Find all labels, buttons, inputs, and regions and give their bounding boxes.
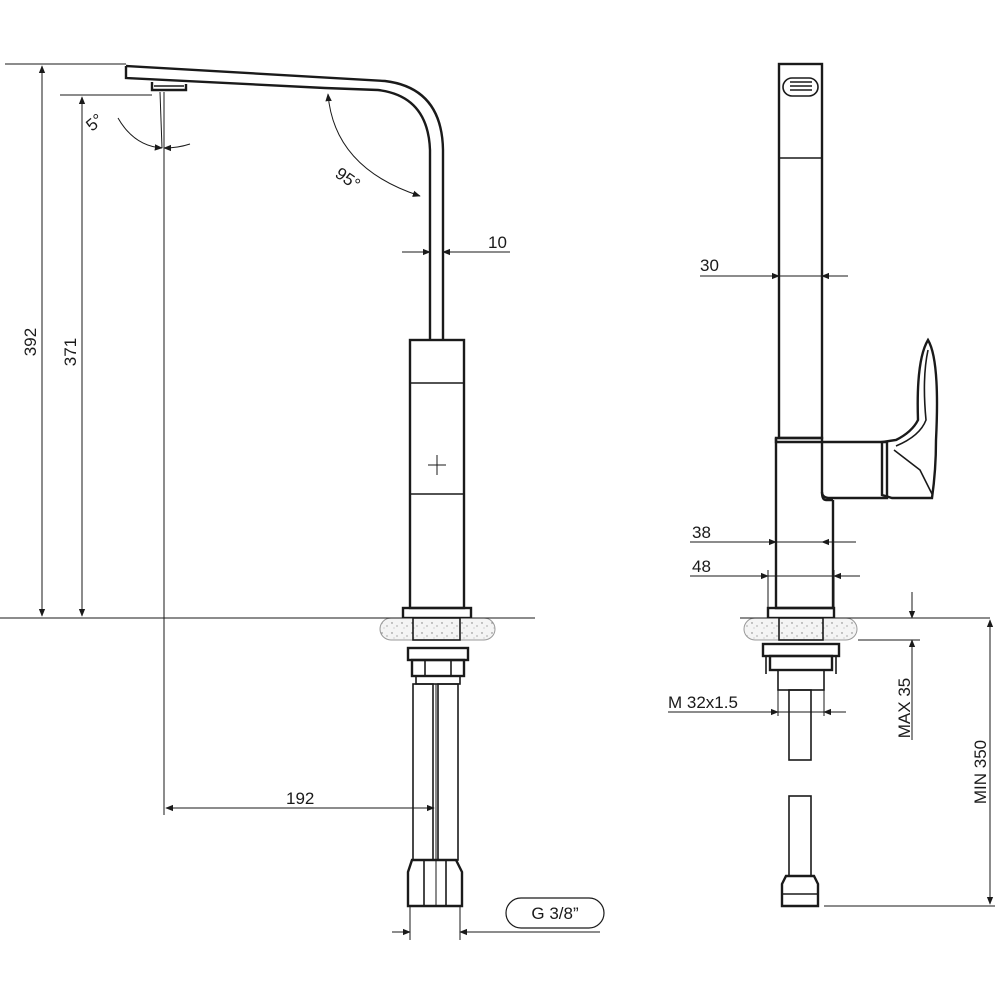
side-spout <box>777 62 824 440</box>
dim-95-label: 95° <box>332 164 364 194</box>
mounting-nut <box>406 646 470 685</box>
side-supply-hose <box>780 689 820 908</box>
dim-392-label: 392 <box>21 328 40 356</box>
side-view: 30 38 48 M 32x1.5 <box>668 62 995 908</box>
dim-spout-reach: 192 <box>165 789 435 812</box>
dim-192-label: 192 <box>286 789 314 808</box>
counter-seal <box>379 617 496 641</box>
dim-spout-tilt: 5° <box>82 91 191 152</box>
aerator <box>782 77 819 97</box>
dim-max-deck: MAX 35 <box>858 592 920 740</box>
dim-body-width: 30 <box>700 256 848 280</box>
front-view: 392 371 5° 95° 10 19 <box>0 63 605 940</box>
dim-total-height: 392 <box>5 63 126 617</box>
dim-10-label: 10 <box>488 233 507 252</box>
dim-min-hose: MIN 350 <box>824 619 995 907</box>
side-counter-seal <box>743 617 858 641</box>
spout <box>124 64 445 340</box>
supply-hoses <box>406 683 464 908</box>
dim-base-outer: 48 <box>690 557 860 608</box>
side-mounting-nut <box>761 642 841 691</box>
dim-mounting-thread: M 32x1.5 <box>668 690 846 716</box>
dim-371-label: 371 <box>61 338 80 366</box>
dim-g38-label: G 3/8” <box>531 904 579 923</box>
dim-base-inner: 38 <box>690 523 856 546</box>
dim-5-label: 5° <box>82 110 107 135</box>
dim-connection: G 3/8” <box>392 897 605 940</box>
side-body <box>774 436 889 500</box>
dim-38-label: 38 <box>692 523 711 542</box>
lever-handle <box>880 337 939 500</box>
dim-30-label: 30 <box>700 256 719 275</box>
dim-spout-width: 10 <box>402 233 510 256</box>
dim-m32-label: M 32x1.5 <box>668 693 738 712</box>
dim-spout-angle: 95° <box>325 93 421 197</box>
dim-min350-label: MIN 350 <box>971 740 990 804</box>
dim-48-label: 48 <box>692 557 711 576</box>
dim-spout-height: 371 <box>60 94 152 617</box>
faucet-body <box>401 338 473 620</box>
dim-max35-label: MAX 35 <box>895 678 914 738</box>
